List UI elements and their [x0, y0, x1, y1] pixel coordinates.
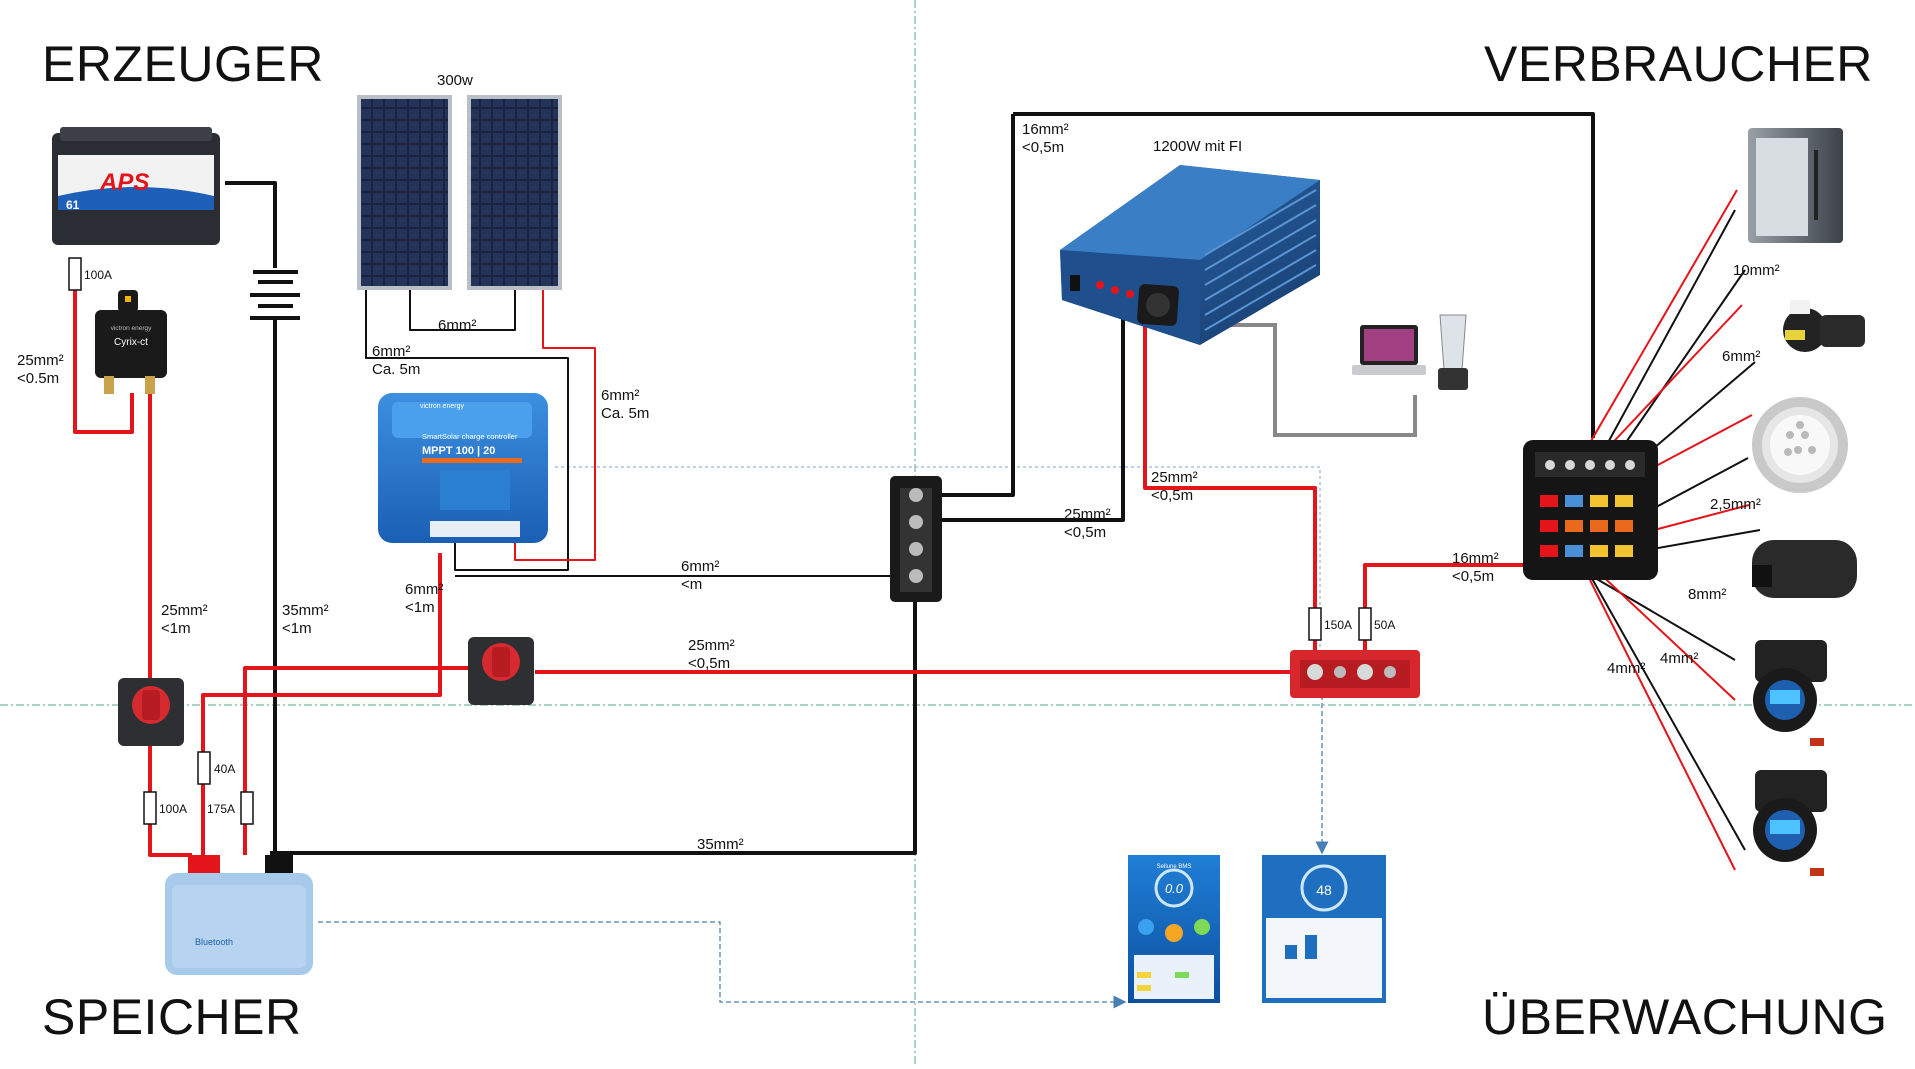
fuse-label-175a: 175A [207, 802, 236, 816]
inverter [1060, 165, 1320, 345]
app2-value: 48 [1316, 882, 1332, 898]
cable-label-light: 2,5mm² [1710, 496, 1761, 513]
section-title-storage: SPEICHER [42, 989, 302, 1045]
section-title-consumers: VERBRAUCHER [1484, 36, 1873, 92]
fuse-label-starter: 100A [84, 268, 113, 282]
mppt-model: MPPT 100 | 20 [422, 445, 495, 457]
usb-socket-1-icon [1753, 640, 1827, 746]
laptop-icon [1352, 325, 1426, 375]
battery-switch-1 [118, 678, 184, 746]
cyrix-name: Cyrix-ct [114, 337, 148, 348]
positive-busbar [1290, 650, 1420, 698]
cable-label-usb2: 4mm² [1660, 650, 1699, 667]
bms-app-screenshot-2: 48 [1262, 855, 1386, 1003]
bms-app-screenshot-1: Sellune BMS 0.0 [1128, 855, 1220, 1003]
monitoring-signal-lines [318, 466, 1329, 1009]
lifepo4-battery: Bluetooth [165, 855, 313, 975]
cable-label-neg-return: 35mm² [697, 836, 744, 853]
negative-busbar [890, 476, 942, 602]
fuse-label-40a: 40A [214, 762, 236, 776]
cable-label-panel-pos: 6mm² Ca. 5m [601, 387, 650, 422]
fridge-icon [1748, 128, 1843, 243]
cable-label-heater: 8mm² [1688, 586, 1727, 603]
app1-value: 0.0 [1165, 881, 1184, 896]
fuse-box [1523, 440, 1658, 580]
cable-label-b2b-switch: 25mm² <1m [161, 602, 208, 637]
cable-label-usb1: 4mm² [1607, 660, 1646, 677]
fuse-label-fusebox: 50A [1374, 618, 1396, 632]
solar-panel-2 [467, 95, 562, 290]
diesel-heater-icon [1752, 540, 1857, 598]
thin-positive-wiring [514, 189, 1753, 871]
app1-title: Sellune BMS [1157, 864, 1192, 870]
cable-label-inverter-pos: 25mm² <0,5m [1151, 469, 1198, 504]
section-title-monitoring: ÜBERWACHUNG [1482, 989, 1888, 1045]
fuse-label-battery-pos: 100A [159, 802, 188, 816]
cable-label-mppt-neg: 6mm² <m [681, 558, 720, 593]
mppt-title: SmartSolar charge controller [422, 432, 518, 441]
starter-battery: APS 61 [52, 127, 220, 245]
cable-label-starter-b2b: 25mm² <0.5m [17, 352, 64, 387]
cable-label-inverter-supply: 16mm² <0,5m [1022, 121, 1069, 156]
inverter-power-label: 1200W mit FI [1153, 138, 1243, 155]
cyrix-relay: victron energy Cyrix-ct [95, 290, 167, 394]
mppt-charge-controller: victron energy SmartSolar charge control… [378, 393, 548, 543]
cable-label-fusebox-supply: 16mm² <0,5m [1452, 550, 1499, 585]
mppt-brand: victron energy [420, 403, 464, 410]
fuse-symbols [68, 257, 1372, 825]
water-pump-icon [1783, 300, 1865, 352]
lifepo-label: Bluetooth [195, 937, 233, 947]
cable-label-mppt-pos: 6mm² <1m [405, 581, 444, 616]
thin-negative-wiring [365, 209, 1761, 851]
cable-label-switch-busbar: 25mm² <0,5m [688, 637, 735, 672]
cable-label-fridge: 10mm² [1733, 262, 1780, 279]
solar-power-label: 300w [437, 72, 473, 89]
cable-label-panel-neg: 6mm² Ca. 5m [372, 343, 421, 378]
cyrix-brand: victron energy [111, 325, 153, 332]
section-title-producers: ERZEUGER [42, 36, 324, 92]
ground-symbol [250, 270, 300, 320]
cable-label-inverter-neg: 25mm² <0,5m [1064, 506, 1111, 541]
usb-socket-2-icon [1753, 770, 1827, 876]
ac-wiring [1198, 323, 1417, 437]
cable-label-negative-main: 35mm² <1m [282, 602, 329, 637]
fuse-label-inverter: 150A [1324, 618, 1353, 632]
cable-label-panels-series: 6mm² [438, 317, 477, 334]
cable-label-pump: 6mm² [1722, 348, 1761, 365]
solar-panel-1 [357, 95, 452, 290]
battery-switch-2 [468, 637, 534, 705]
starter-battery-brand: APS [99, 169, 149, 196]
blender-icon [1438, 314, 1468, 390]
led-light-icon [1752, 397, 1848, 493]
starter-battery-number: 61 [66, 198, 80, 212]
